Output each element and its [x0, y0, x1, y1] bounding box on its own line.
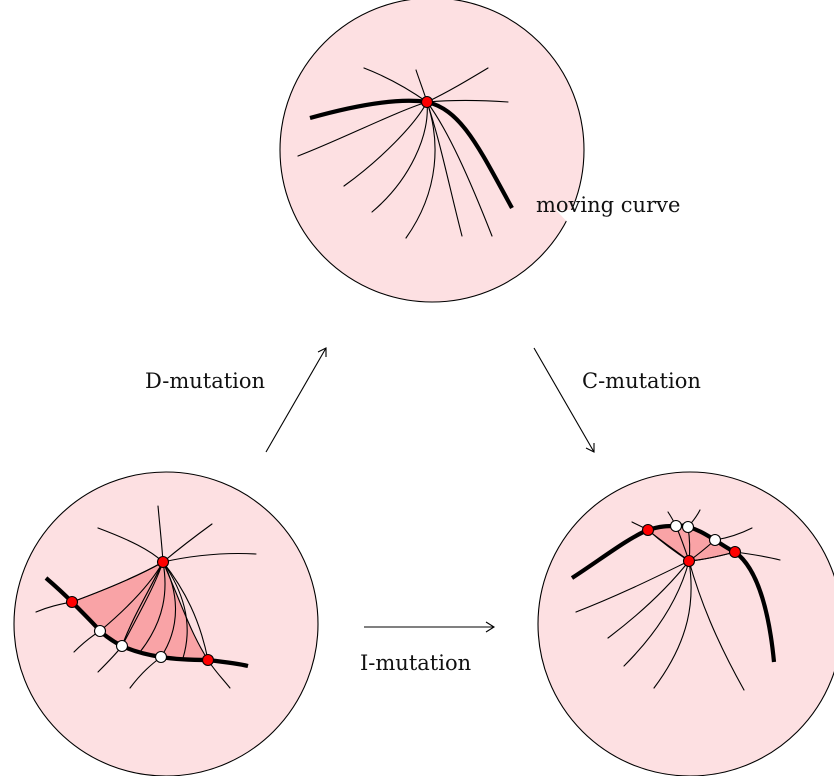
- br-white-point-1: [669, 519, 683, 533]
- bl-curve-14: [160, 561, 177, 658]
- br-curve-11: [575, 560, 690, 613]
- top-curve-6: [343, 101, 428, 187]
- top-disk-circle: [279, 0, 585, 303]
- bl-curve-10: [71, 561, 164, 603]
- top-curve-7: [371, 101, 428, 213]
- top-red-point: [420, 95, 434, 109]
- bl-red-point-3: [201, 653, 215, 667]
- bl-white-point-3: [154, 650, 168, 664]
- moving-curve-label: moving curve: [536, 193, 680, 217]
- bl-red-point-2: [65, 595, 79, 609]
- br-curve-14: [653, 560, 692, 689]
- bl-curve-11: [99, 561, 164, 632]
- top-curve-10: [426, 101, 493, 237]
- d-mutation-label: D-mutation: [145, 369, 265, 393]
- br-red-point-1: [641, 523, 655, 537]
- bl-curve-12: [121, 561, 164, 647]
- bl-white-point-1: [93, 624, 107, 638]
- top-curve-5: [297, 101, 428, 157]
- i-mutation-label: I-mutation: [360, 651, 471, 675]
- bl-curve-15: [162, 561, 188, 659]
- bl-curve-4: [162, 552, 257, 563]
- bl-curve-13: [139, 561, 166, 653]
- top-curve-9: [426, 101, 463, 237]
- br-white-point-3: [708, 533, 722, 547]
- br-curve-13: [623, 560, 690, 667]
- br-curve-12: [607, 560, 690, 639]
- i-mutation-arrow: [364, 621, 496, 633]
- bl-red-point-1: [156, 555, 170, 569]
- d-mutation-arrow: [265, 347, 327, 453]
- c-mutation-label: C-mutation: [582, 369, 701, 393]
- c-mutation-arrow: [533, 347, 595, 453]
- top-disk: [279, 0, 585, 303]
- br-red-point-2: [682, 554, 696, 568]
- top-curve-4: [426, 99, 509, 103]
- bottom-left-disk: [13, 471, 319, 777]
- top-curve-3: [426, 67, 489, 103]
- label-notch: [556, 210, 584, 240]
- br-curve-15: [688, 560, 745, 691]
- bl-curve-16: [162, 561, 209, 661]
- bl-white-point-2: [115, 639, 129, 653]
- br-white-point-2: [681, 520, 695, 534]
- br-red-point-3: [728, 545, 742, 559]
- bottom-right-disk: [537, 471, 834, 777]
